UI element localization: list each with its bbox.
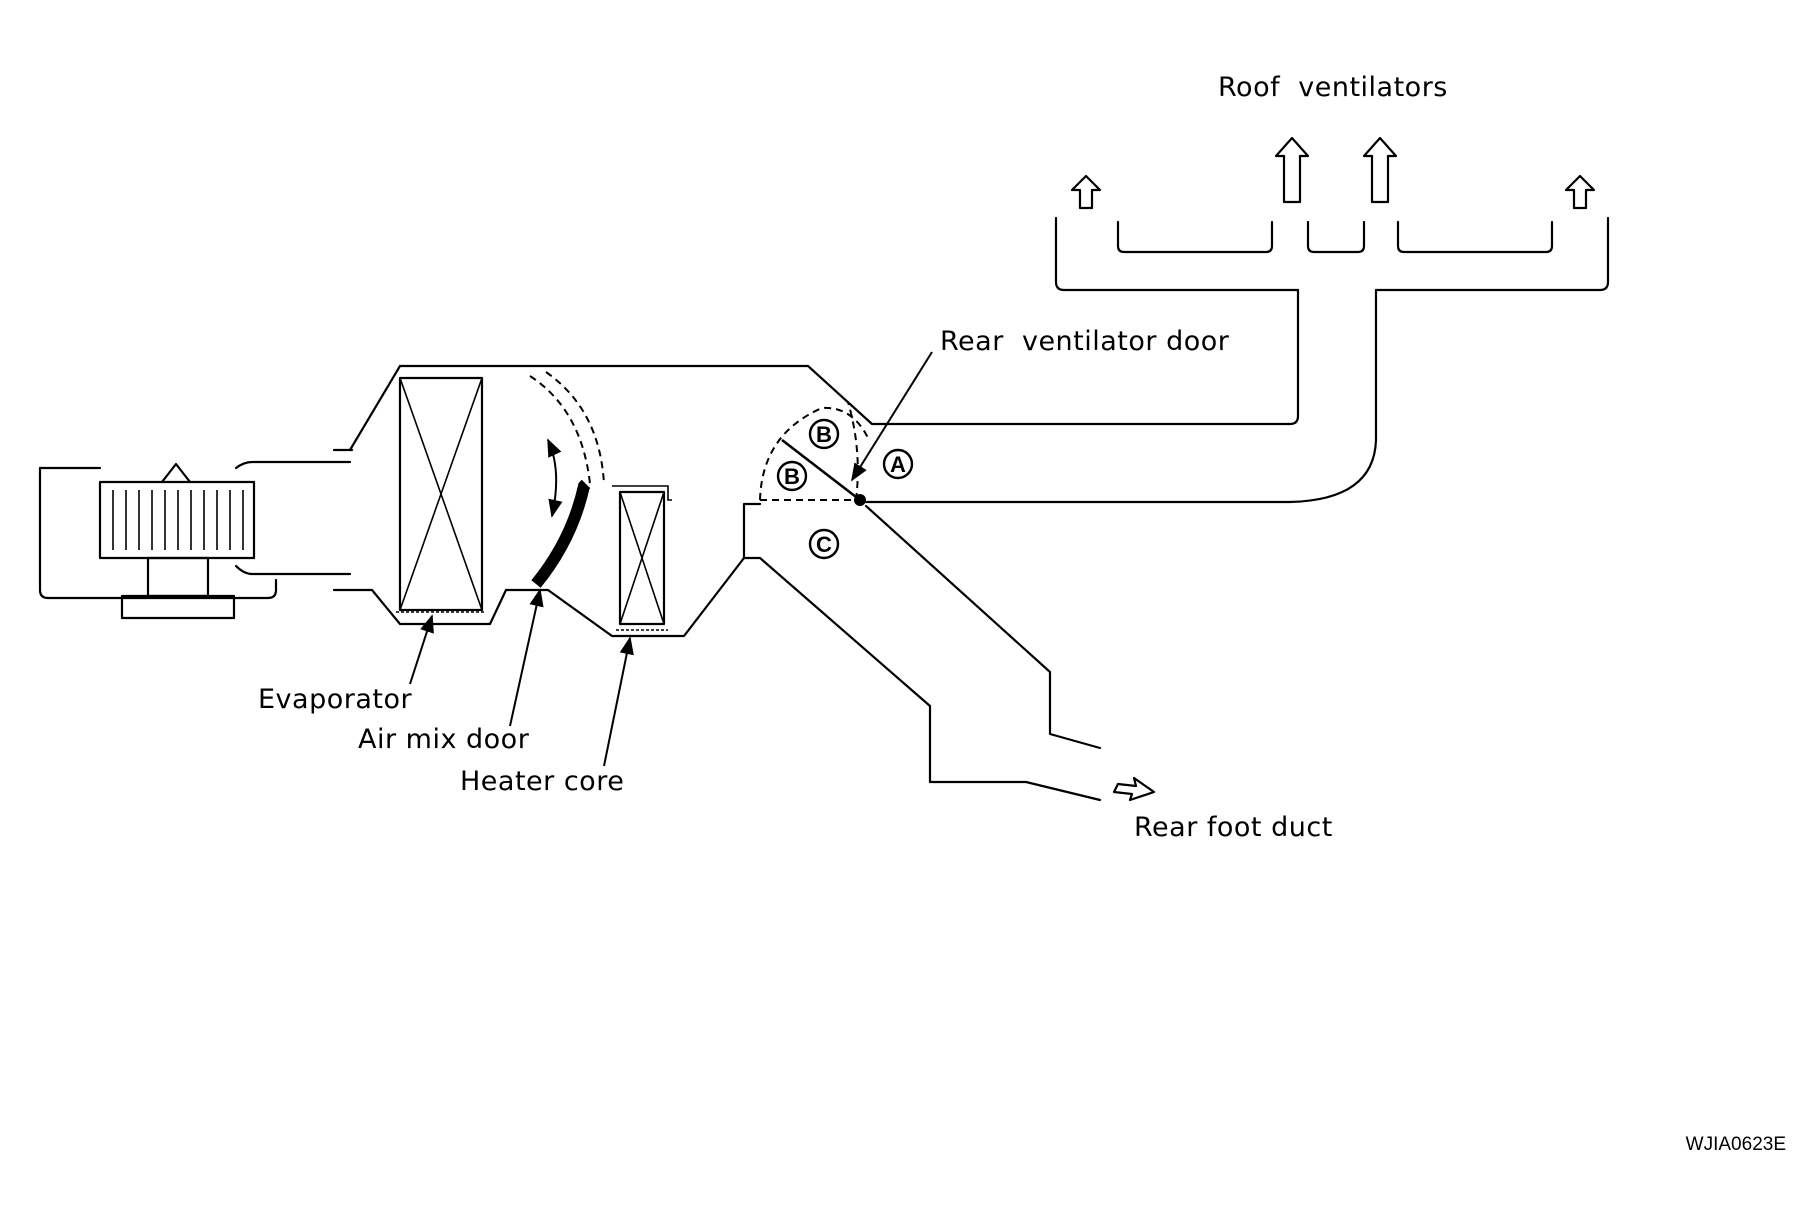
air-mix-door-label: Air mix door [358,724,530,755]
airflow-arrow-icon [1362,136,1398,204]
figure-code: WJIA0623E [1686,1134,1786,1155]
blower-unit [38,460,352,620]
zone-marker-b-upper: B [808,418,840,450]
airflow-arrow-icon [1070,174,1102,210]
evaporator-label: Evaporator [258,684,412,715]
evaporator [396,376,486,613]
roof-ventilators-label: Roof ventilators [1218,72,1448,103]
zone-marker-c: C [808,528,840,560]
rear-foot-duct-label: Rear foot duct [1134,812,1333,843]
svg-text:A: A [890,452,906,477]
air-mix-door [529,371,605,588]
hvac-housing [332,364,1102,802]
airflow-arrow-icon [1564,174,1596,210]
airflow-arrow-icon [1274,136,1310,204]
roof-outlet-arrows [1070,136,1596,210]
svg-text:C: C [816,532,832,557]
zone-marker-a: A [882,448,914,480]
blower-fan-grille [112,490,244,550]
roof-duct-system [864,216,1610,504]
foot-duct-arrow-icon [1112,776,1156,802]
svg-text:B: B [784,464,800,489]
svg-text:B: B [816,422,832,447]
heater-core [612,485,672,631]
rear-ventilator-door-label: Rear ventilator door [940,326,1230,357]
leader-lines [409,351,933,767]
rear-ventilator-door [759,401,869,506]
heater-core-label: Heater core [460,766,624,797]
zone-marker-b-lower: B [776,460,808,492]
